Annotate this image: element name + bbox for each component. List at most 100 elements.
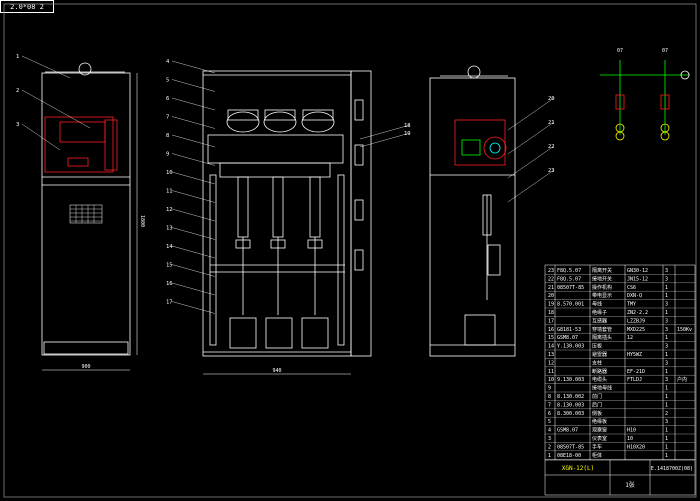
bom-cell: 4 (548, 428, 551, 434)
bom-cell: 3 (665, 360, 668, 366)
bom-cell: 母线 (592, 301, 602, 308)
bom-cell: 2 (665, 411, 668, 417)
drawing-border (3, 3, 697, 498)
bom-cell: 17 (548, 318, 554, 324)
bom-cell: 支柱 (592, 359, 602, 366)
bom-cell: G8181-53 (557, 327, 581, 333)
bom-cell: ZN2-2.2 (627, 310, 648, 316)
bom-cell: 6 (548, 411, 551, 417)
bom-cell: 隔离开关 (592, 267, 612, 274)
callout-leader (171, 116, 216, 129)
drawing-frame-tag: 2.0*08 2 (0, 0, 54, 13)
ct-block (265, 317, 293, 349)
ct-block (229, 317, 257, 349)
bom-cell: 仪表室 (592, 435, 607, 442)
bom-cell: 1 (665, 436, 668, 442)
callout-leader (359, 132, 411, 148)
title-sheet: 1张 (625, 481, 635, 489)
bom-cell: DXN-Q (627, 293, 642, 299)
bom-cell: 1 (665, 402, 668, 408)
bom-cell: 19 (548, 302, 554, 308)
bom-cell: 18 (548, 310, 554, 316)
callout-leader (171, 264, 216, 277)
bom-cell: 1 (665, 444, 668, 450)
bom-cell: 08E18-00 (557, 453, 581, 459)
bom-cell: LZZBJ9 (627, 318, 645, 324)
callout-leader (171, 60, 216, 74)
front-view (202, 70, 372, 375)
phase-rods (235, 176, 323, 315)
bom-cell: 操作机构 (592, 284, 612, 291)
bom-cell: EF-21D (627, 369, 645, 375)
bom-cell: 14 (548, 344, 554, 350)
callout-leader (171, 171, 216, 185)
bom-cell: H10X20 (627, 444, 645, 450)
bom-cell: 绝缘板 (592, 418, 607, 425)
bom-cell: 8.130.003 (557, 402, 584, 408)
callout-label: 18 (404, 123, 411, 129)
callout-leader (21, 123, 61, 151)
bom-cell: H10 (627, 428, 636, 434)
callout-label: 3 (16, 122, 19, 128)
bom-cell: 8.300.003 (557, 411, 584, 417)
bom-cell: FTLDJ (627, 377, 642, 383)
bom-cell: 后门 (592, 401, 602, 408)
callout-label: 16 (166, 281, 173, 287)
bom-cell: Y.130.003 (557, 344, 584, 350)
bom-cell: 1 (665, 285, 668, 291)
callout-leader (171, 79, 216, 92)
bom-cell: 12 (627, 335, 633, 341)
callout-label: 10 (166, 170, 173, 176)
bom-cell: 观察窗 (592, 427, 607, 434)
bom-cell: 8.570.001 (557, 302, 584, 308)
bom-cell: CS6 (627, 285, 636, 291)
bom-cell: 21 (548, 285, 554, 291)
bom-cell: 3 (665, 302, 668, 308)
bom-cell: 13 (548, 352, 554, 358)
callout-label: 5 (166, 78, 169, 84)
callout-label: 22 (548, 144, 555, 150)
bom-cell: 150Kv (677, 327, 692, 333)
bom-cell: 户内 (677, 376, 687, 383)
callout-label: 7 (166, 115, 169, 121)
bom-cell: 23 (548, 268, 554, 274)
callout-leader (171, 153, 216, 166)
bom-cell: 1 (548, 453, 551, 459)
callout-leader (171, 190, 216, 203)
bom-cell: 3 (665, 318, 668, 324)
mechanism-wheel (483, 136, 507, 160)
bom-cell: 压板 (592, 343, 602, 350)
bom-cell: 避雷器 (592, 351, 607, 358)
vent-grille (69, 204, 103, 224)
bom-cell: 3 (548, 436, 551, 442)
bom-cell: 绝缘子 (592, 309, 607, 316)
bom-cell: JN15-12 (627, 276, 648, 282)
callout-label: 15 (166, 263, 173, 269)
callout-label: 17 (166, 300, 173, 306)
scheme-label-1: 07 (617, 48, 623, 54)
callout-label: 21 (548, 120, 555, 126)
title-code: E.1418700Z(08) (651, 466, 693, 472)
callout-label: 6 (166, 96, 169, 102)
bom-cell: 手车 (592, 443, 602, 450)
bom-cell: 08507T-85 (557, 285, 584, 291)
callout-leader (171, 282, 216, 296)
bom-cell: 1 (665, 428, 668, 434)
bom-cell: F8Q.5.07 (557, 276, 581, 282)
callout-label: 12 (166, 207, 173, 213)
bom-cell: GN30-12 (627, 268, 648, 274)
callout-label: 23 (548, 168, 555, 174)
bom-cell: 1 (665, 369, 668, 375)
bom-cell: 2 (548, 444, 551, 450)
dim-left-width: 900 (81, 364, 90, 370)
bom-cell: 接地开关 (592, 275, 612, 282)
callout-leader (171, 301, 216, 314)
bom-cell: 带电显示 (592, 292, 612, 299)
callout-label: 20 (548, 96, 555, 102)
bom-cell: 穿墙套管 (592, 326, 612, 333)
callout-leader (171, 208, 216, 222)
bom-cell: 8.130.002 (557, 394, 584, 400)
bom-cell: 接地母线 (592, 385, 612, 392)
